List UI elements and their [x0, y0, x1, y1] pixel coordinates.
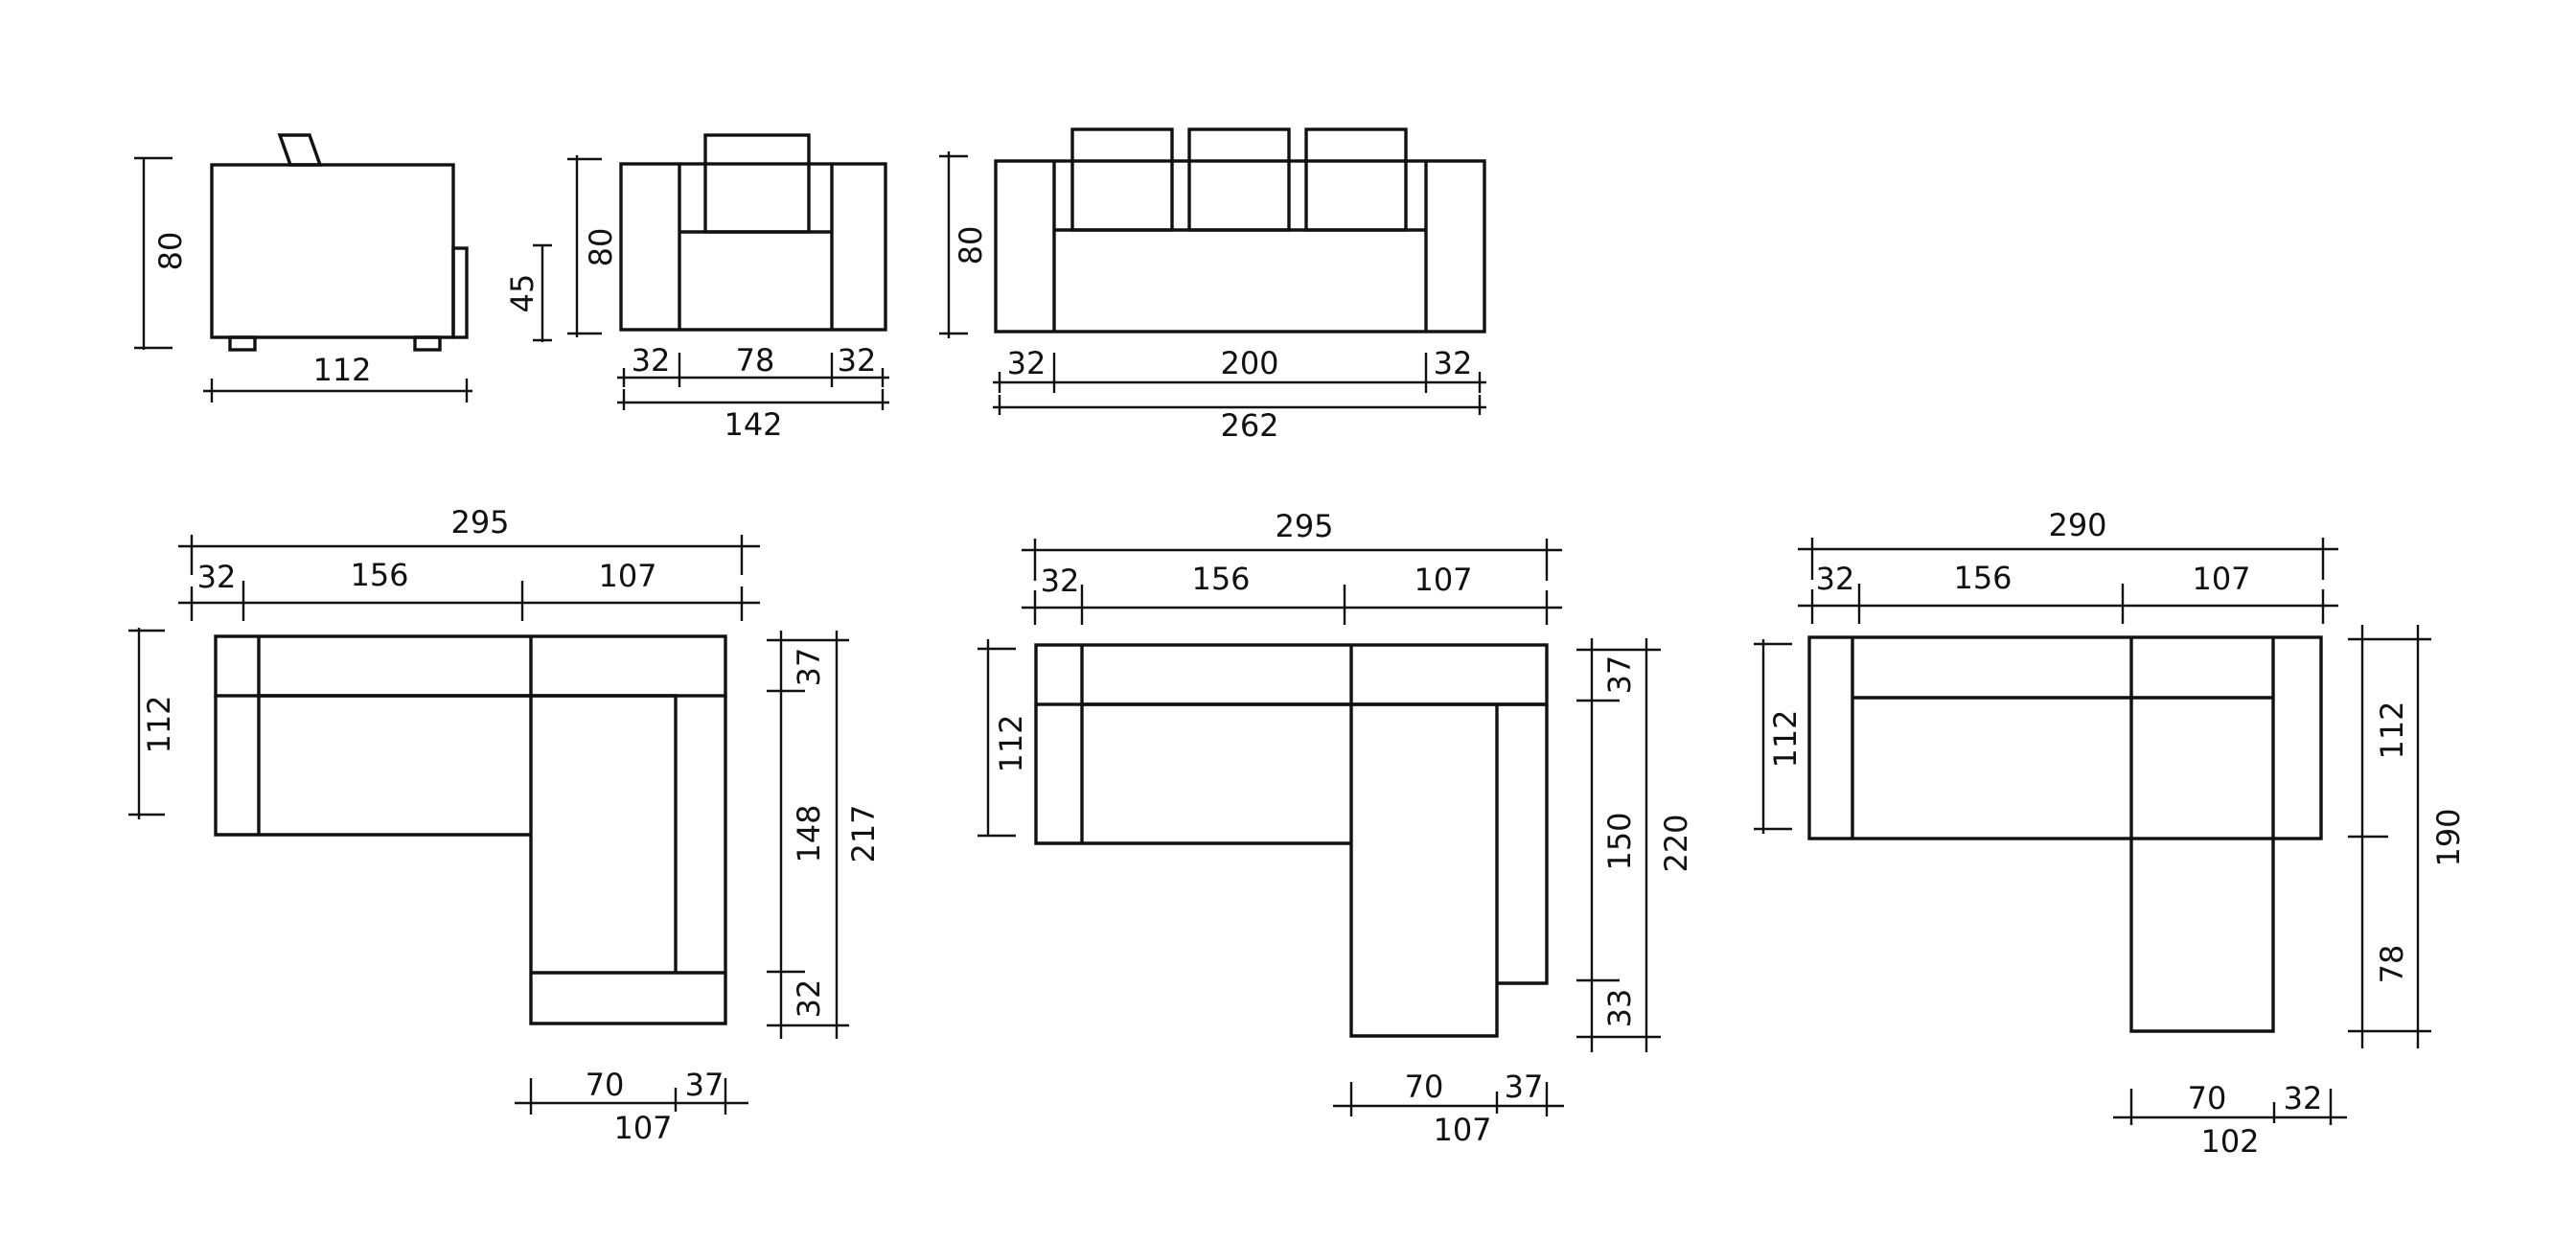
corner-c-middle-label: 156 [1953, 560, 2012, 596]
corner-b-outline [1034, 643, 1549, 1038]
armchair-arm-right-label: 32 [838, 342, 877, 379]
side-view-height-dimension: 80 [134, 156, 189, 350]
armchair-arm-left-label: 32 [632, 342, 671, 379]
corner-a-run-label: 148 [791, 804, 827, 862]
armchair-frame [619, 162, 887, 332]
corner-c-outline [1807, 635, 2323, 1033]
sofa-frame [994, 159, 1486, 334]
corner-b-bottom-seat-label: 70 [1405, 1069, 1444, 1105]
side-view-foot-left [228, 335, 257, 352]
armchair-parts-dimension: 32 78 32 [617, 342, 889, 387]
corner-a-bottom-total-label: 107 [613, 1110, 672, 1146]
corner-c-arm-label: 32 [1816, 561, 1855, 597]
corner-c-extension-label: 78 [2374, 945, 2410, 984]
sofa-total-width-label: 262 [1220, 407, 1278, 444]
side-view-depth-label: 112 [312, 352, 371, 388]
corner-b-bottom-total-label: 107 [1433, 1112, 1491, 1148]
corner-a-bottom-seat-label: 70 [586, 1067, 625, 1103]
armchair-cushion [703, 133, 811, 234]
corner-c-bottom-arm-label: 32 [2284, 1080, 2323, 1116]
corner-b-corner-label: 107 [1414, 562, 1472, 598]
side-view-headrest [277, 133, 323, 167]
side-view: 80 112 [134, 133, 472, 402]
corner-a-right-dimension: 37 148 32 217 [767, 631, 882, 1039]
armchair-total-width-label: 142 [724, 406, 782, 443]
corner-c-parts-dimension: 32 156 107 [1798, 560, 2338, 624]
corner-c-bottom-seat-label: 70 [2188, 1080, 2227, 1116]
corner-c-depth-label: 112 [1767, 709, 1804, 768]
corner-b-back-label: 37 [1601, 656, 1638, 695]
corner-a-bottom-arm-label: 37 [685, 1067, 724, 1103]
sofa-cushion-3 [1304, 127, 1408, 232]
armchair-total-dimension: 142 [617, 389, 889, 443]
corner-a-total-label: 295 [450, 504, 509, 540]
sofa-arm-right-label: 32 [1434, 345, 1473, 381]
corner-sofa-a: 295 32 156 107 112 37 148 32 217 70 37 1… [128, 504, 882, 1146]
sofa-front-view: 80 32 200 32 262 [939, 127, 1486, 444]
corner-b-end-label: 33 [1601, 989, 1638, 1028]
corner-a-end-label: 32 [791, 979, 827, 1019]
corner-b-bottom-dimension: 70 37 107 [1333, 1069, 1564, 1148]
side-view-height-label: 80 [152, 232, 189, 271]
corner-c-total-label: 290 [2048, 507, 2106, 543]
sofa-total-dimension: 262 [993, 395, 1486, 444]
corner-c-depth-dimension: 112 [1754, 639, 1804, 834]
corner-c-corner-label: 107 [2192, 561, 2250, 597]
corner-a-arm-label: 32 [197, 559, 237, 595]
sofa-seat-width-label: 200 [1220, 345, 1278, 381]
corner-sofa-b: 295 32 156 107 112 37 150 33 220 70 37 1… [978, 508, 1694, 1148]
armchair-height-dimension: 80 [567, 155, 619, 337]
sofa-cushion-1 [1070, 127, 1174, 232]
corner-b-total-label: 295 [1275, 508, 1333, 544]
corner-b-depth-label: 112 [993, 714, 1029, 772]
corner-b-arm-label: 32 [1041, 563, 1080, 599]
corner-a-depth-label: 112 [141, 695, 177, 753]
corner-a-depth-dimension: 112 [128, 628, 177, 819]
sofa-height-label: 80 [953, 226, 989, 265]
corner-c-bottom-total-label: 102 [2200, 1123, 2259, 1160]
corner-b-total-depth-label: 220 [1658, 814, 1694, 872]
corner-b-depth-dimension: 112 [978, 639, 1029, 838]
corner-c-total-depth-label: 190 [2430, 808, 2467, 866]
armchair-height-label: 80 [583, 228, 619, 267]
corner-c-bottom-dimension: 70 32 102 [2113, 1080, 2347, 1160]
sofa-height-dimension: 80 [939, 151, 989, 338]
side-view-foot-right [413, 335, 442, 352]
corner-a-parts-dimension: 32 156 107 [178, 557, 760, 621]
corner-sofa-c: 290 32 156 107 112 112 78 190 70 32 102 [1754, 507, 2467, 1160]
corner-a-back-label: 37 [791, 648, 827, 687]
armchair-seat-height-label: 45 [504, 274, 540, 313]
corner-a-total-dimension: 295 [178, 504, 760, 575]
corner-a-outline [214, 634, 727, 1025]
corner-c-total-dimension: 290 [1798, 507, 2338, 580]
corner-a-total-depth-label: 217 [845, 804, 882, 862]
sofa-arm-left-label: 32 [1007, 345, 1046, 381]
armchair-seat-width-label: 78 [736, 342, 775, 379]
sofa-cushion-2 [1187, 127, 1291, 232]
corner-a-bottom-dimension: 70 37 107 [515, 1067, 748, 1146]
corner-c-right-dimension: 112 78 190 [2348, 625, 2467, 1048]
side-view-depth-dimension: 112 [203, 352, 472, 402]
corner-b-bottom-arm-label: 37 [1505, 1069, 1544, 1105]
sofa-parts-dimension: 32 200 32 [993, 345, 1486, 393]
side-view-armrest [451, 246, 469, 339]
corner-a-middle-label: 156 [350, 557, 408, 593]
side-view-body [210, 163, 455, 339]
corner-c-depth2-label: 112 [2374, 701, 2410, 759]
corner-b-parts-dimension: 32 156 107 [1022, 561, 1562, 625]
corner-b-middle-label: 156 [1191, 561, 1250, 597]
corner-b-total-dimension: 295 [1022, 508, 1562, 581]
corner-a-corner-label: 107 [598, 558, 656, 594]
armchair-seat-height-dimension: 45 [504, 243, 552, 342]
armchair-front-view: 45 80 32 78 32 142 [504, 133, 889, 443]
corner-b-run-label: 150 [1601, 812, 1638, 870]
corner-b-right-dimension: 37 150 33 220 [1576, 638, 1694, 1052]
